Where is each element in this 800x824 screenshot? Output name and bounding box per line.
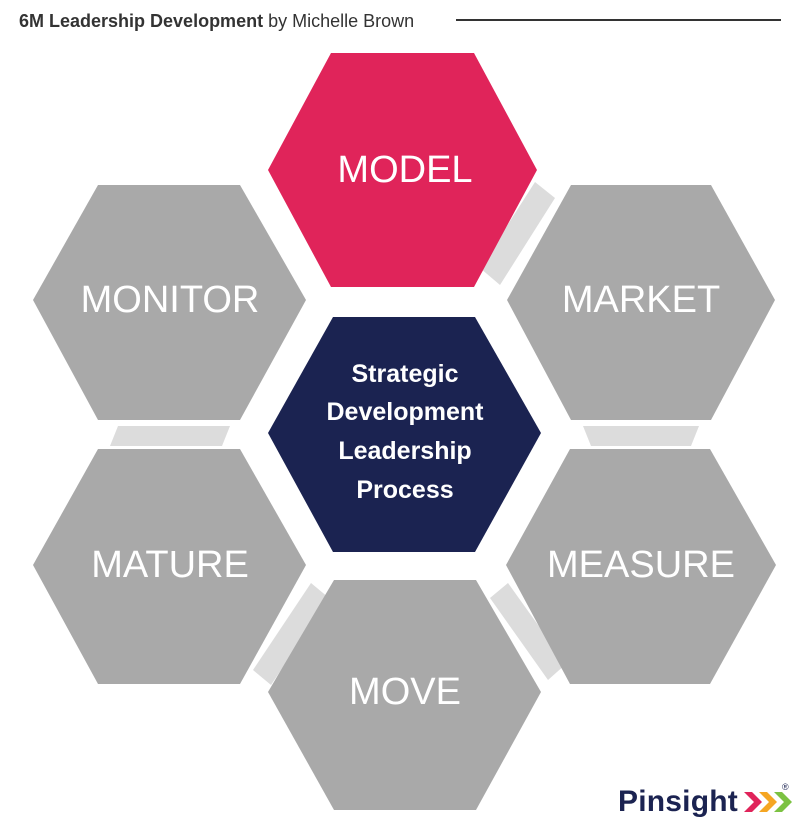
connector-move-mature — [253, 583, 329, 685]
hexagon-center-shape — [268, 317, 541, 552]
hexagon-move-shape — [268, 580, 541, 810]
hexagon-monitor-shape — [33, 185, 306, 420]
header-rule — [456, 19, 781, 21]
connector-market-measure — [583, 426, 699, 446]
hexagon-move-label: MOVE — [349, 671, 461, 713]
connectors — [110, 182, 699, 685]
hexagon-market-label: MARKET — [562, 279, 720, 321]
hexagon-center: Strategic Development Leadership Process — [268, 317, 541, 552]
chevron-icon-1 — [743, 792, 762, 812]
chevron-icon-3 — [773, 792, 792, 812]
connector-measure-move — [490, 583, 566, 680]
chevrons-icon — [743, 792, 792, 812]
hexagon-mature-label: MATURE — [91, 544, 249, 586]
header-author: by Michelle Brown — [268, 10, 415, 31]
chevron-icon-2 — [758, 792, 777, 812]
pinsight-logo: Pinsight — [618, 782, 798, 822]
logo-wordmark: Pinsight — [618, 785, 738, 818]
hexagon-model-label: MODEL — [337, 149, 472, 191]
hexagon-monitor: MONITOR — [33, 185, 306, 420]
center-line-4: Process — [356, 476, 453, 504]
hexagon-model-shape — [268, 53, 537, 287]
center-line-2: Development — [327, 398, 485, 426]
connector-model-market — [480, 182, 555, 285]
hexagon-measure: MEASURE — [506, 449, 776, 684]
hexagon-move: MOVE — [268, 580, 541, 810]
hexagon-mature-shape — [33, 449, 306, 684]
hexagon-market: MARKET — [507, 185, 775, 420]
hexagon-measure-label: MEASURE — [547, 544, 735, 586]
hexagon-monitor-label: MONITOR — [81, 279, 260, 321]
hexagon-measure-shape — [506, 449, 776, 684]
connector-mature-monitor — [110, 426, 230, 446]
hexagon-model: MODEL — [268, 53, 537, 287]
registered-mark: ® — [782, 782, 789, 792]
center-line-1: Strategic — [352, 360, 459, 388]
header-title: 6M Leadership Development — [19, 10, 264, 31]
center-line-3: Leadership — [338, 437, 471, 465]
header: 6M Leadership Development by Michelle Br… — [19, 8, 414, 34]
hexagon-market-shape — [507, 185, 775, 420]
hexagon-mature: MATURE — [33, 449, 306, 684]
